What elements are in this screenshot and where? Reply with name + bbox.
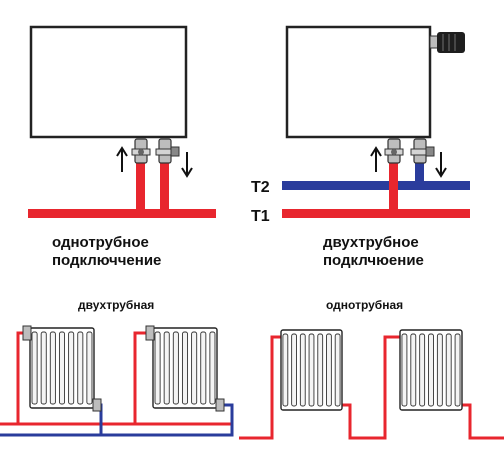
valve-icon <box>384 138 404 164</box>
arrow-down-icon <box>181 152 193 178</box>
radiator-section <box>58 331 66 405</box>
radiator-section <box>200 331 207 405</box>
radiator-section <box>154 331 161 405</box>
two-pipe-connection-label: двухтрубное <box>323 234 419 251</box>
radiator-section <box>436 333 443 407</box>
one-pipe-system-title: однотрубная <box>326 298 403 312</box>
one-pipe-panel-diagram: однотрубное подключчение <box>28 25 216 269</box>
return-pipe-t2 <box>282 160 470 190</box>
radiator-section <box>163 331 170 405</box>
one-pipe-connection-label: подключчение <box>52 252 161 269</box>
thermostat-head-icon <box>429 32 465 53</box>
sectional-radiator <box>280 329 343 411</box>
panel-radiator-left <box>29 25 188 139</box>
radiator-section <box>317 333 324 407</box>
supply-pipe-left <box>28 160 216 218</box>
arrow-up-icon <box>116 146 128 172</box>
sectional-radiator <box>399 329 463 411</box>
radiator-section <box>419 333 426 407</box>
radiator-section <box>299 333 306 407</box>
radiator-section <box>86 331 93 405</box>
sectional-radiator <box>152 327 218 409</box>
valve-icon <box>131 138 151 164</box>
one-pipe-system-diagram: однотрубная <box>239 298 504 440</box>
valve-icon <box>155 138 180 164</box>
radiator-section <box>445 333 452 407</box>
supply-pipe-line <box>239 335 504 440</box>
return-pipe-line <box>0 403 234 437</box>
radiator-section <box>282 333 289 407</box>
radiator-section <box>209 331 216 405</box>
radiator-section <box>428 333 434 407</box>
arrow-up-icon <box>370 146 382 172</box>
arrow-down-icon <box>435 152 447 178</box>
valve-icon <box>410 138 435 164</box>
radiator-section <box>191 331 198 405</box>
valve-icon <box>22 325 32 341</box>
radiator-section <box>49 331 56 405</box>
radiator-section <box>172 331 179 405</box>
radiator-section <box>454 333 461 407</box>
sectional-radiator <box>29 327 95 409</box>
two-pipe-system-diagram: двухтрубная <box>0 298 234 437</box>
radiator-section <box>77 331 84 405</box>
two-pipe-panel-diagram: T2 T1 двухтрубное подклчюение <box>251 25 470 269</box>
radiator-section <box>40 331 47 405</box>
radiator-section <box>68 331 75 405</box>
valve-icon <box>145 325 155 341</box>
pipe-t2-label: T2 <box>251 179 270 196</box>
radiator-section <box>181 331 189 405</box>
radiator-section <box>326 333 332 407</box>
valve-icon <box>215 398 225 412</box>
pipe-t1-label: T1 <box>251 208 270 225</box>
radiator-section <box>291 333 297 407</box>
radiator-section <box>31 331 38 405</box>
two-pipe-connection-label: подклчюение <box>323 252 424 269</box>
radiator-section <box>334 333 341 407</box>
radiator-section <box>401 333 408 407</box>
valve-icon <box>92 398 102 412</box>
radiator-section <box>410 333 417 407</box>
panel-radiator-right <box>285 25 432 139</box>
supply-pipe-t1 <box>282 160 470 218</box>
one-pipe-connection-label: однотрубное <box>52 234 149 251</box>
two-pipe-system-title: двухтрубная <box>78 298 154 312</box>
radiator-section <box>308 333 315 407</box>
